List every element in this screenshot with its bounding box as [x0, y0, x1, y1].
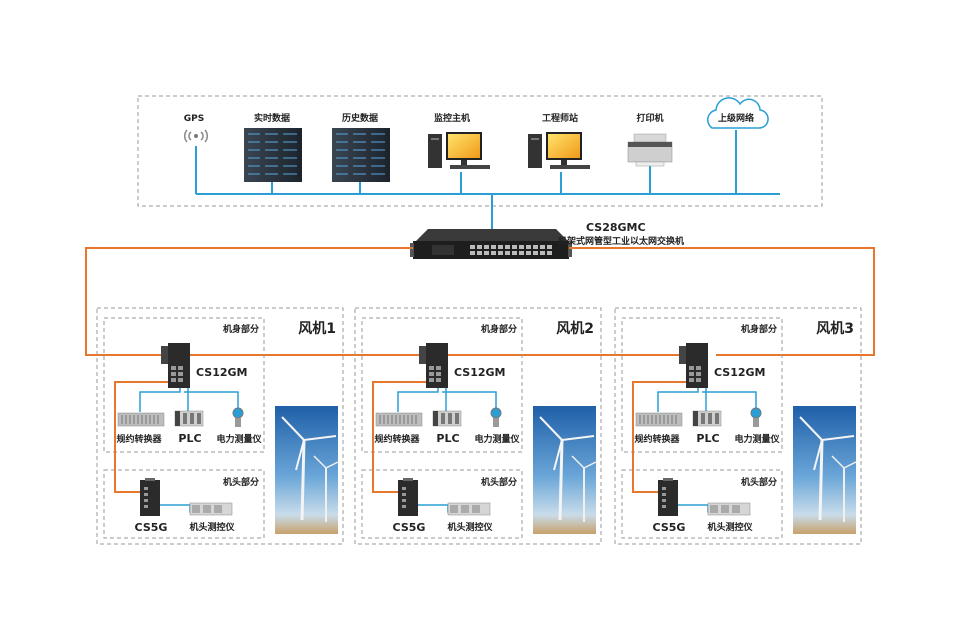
body-section-border [103, 317, 265, 453]
din-rail-switch-icon [679, 343, 708, 388]
monitor-host-label: 监控主机 [434, 112, 470, 124]
turbine-outer-border [354, 307, 602, 545]
body-section-border [621, 317, 783, 453]
protocol-converter-icon [117, 412, 165, 427]
wind-turbine-image [275, 406, 339, 534]
core-switch-description: 机架式网管型工业以太网交换机 [558, 235, 684, 247]
control-center-border [137, 95, 823, 207]
turbine-title: 风机2 [556, 320, 594, 337]
protocol-converter-label: 规约转换器 [374, 433, 420, 445]
head-section-border [103, 469, 265, 539]
server-rack-icon [332, 128, 390, 182]
plc-icon [174, 410, 204, 427]
power-meter-icon [232, 407, 244, 427]
core-switch-model: CS28GMC [586, 221, 646, 234]
turbine-group-1: 风机1 机身部分 机头部分 CS12GM [96, 307, 344, 545]
plc-label: PLC [696, 432, 719, 445]
engineer-station-label: 工程师站 [542, 112, 578, 124]
power-meter-label: 电力测量仪 [734, 433, 780, 445]
head-section-label: 机头部分 [223, 476, 259, 488]
control-center: GPS 实时数据 历史数据 [137, 95, 823, 207]
power-meter-icon [490, 407, 502, 427]
protocol-converter-label: 规约转换器 [634, 433, 680, 445]
cs5g-switch-icon [658, 478, 678, 516]
head-section-border [361, 469, 523, 539]
turbine-outer-border [614, 307, 862, 545]
turbine-outer-border [96, 307, 344, 545]
power-meter-icon [750, 407, 762, 427]
body-switch-model: CS12GM [196, 366, 247, 379]
head-controller-icon [707, 502, 751, 516]
turbine-title: 风机1 [298, 320, 336, 337]
turbine-group-2: 风机2 机身部分 机头部分 CS12GM [354, 307, 602, 545]
plc-label: PLC [178, 432, 201, 445]
realtime-data-label: 实时数据 [254, 112, 290, 124]
gps-label: GPS [184, 114, 204, 124]
plc-icon [432, 410, 462, 427]
head-section-label: 机头部分 [741, 476, 777, 488]
head-controller-label: 机头测控仪 [707, 521, 753, 533]
head-section-border [621, 469, 783, 539]
history-data-label: 历史数据 [342, 112, 378, 124]
power-meter-label: 电力测量仪 [474, 433, 520, 445]
head-section-label: 机头部分 [481, 476, 517, 488]
cloud-icon [707, 97, 769, 129]
printer-icon [627, 133, 673, 167]
cs5g-switch-icon [398, 478, 418, 516]
fiber-ring [85, 247, 413, 356]
din-rail-switch-icon [419, 343, 448, 388]
body-section-label: 机身部分 [481, 323, 517, 335]
body-switch-model: CS12GM [454, 366, 505, 379]
turbine-title: 风机3 [816, 320, 854, 337]
desktop-computer-icon [528, 132, 590, 169]
server-rack-icon [244, 128, 302, 182]
head-controller-icon [447, 502, 491, 516]
head-controller-label: 机头测控仪 [189, 521, 235, 533]
gps-antenna-icon [183, 129, 209, 143]
body-section-border [361, 317, 523, 453]
head-switch-model: CS5G [393, 521, 426, 534]
power-meter-label: 电力测量仪 [216, 433, 262, 445]
rack-switch-icon [410, 229, 572, 259]
printer-label: 打印机 [636, 112, 663, 124]
protocol-converter-icon [635, 412, 683, 427]
fiber-ring [569, 247, 875, 356]
head-switch-model: CS5G [653, 521, 686, 534]
body-switch-model: CS12GM [714, 366, 765, 379]
head-controller-label: 机头测控仪 [447, 521, 493, 533]
turbine-group-3: 风机3 机身部分 机头部分 CS12GM [614, 307, 862, 545]
desktop-computer-icon [428, 132, 490, 169]
wind-turbine-image [793, 406, 857, 534]
head-switch-model: CS5G [135, 521, 168, 534]
din-rail-switch-icon [161, 343, 190, 388]
protocol-converter-label: 规约转换器 [116, 433, 162, 445]
wind-turbine-image [533, 406, 597, 534]
plc-icon [692, 410, 722, 427]
plc-label: PLC [436, 432, 459, 445]
body-section-label: 机身部分 [741, 323, 777, 335]
body-section-label: 机身部分 [223, 323, 259, 335]
upper-network-label: 上级网络 [718, 112, 754, 124]
cs5g-switch-icon [140, 478, 160, 516]
head-controller-icon [189, 502, 233, 516]
protocol-converter-icon [375, 412, 423, 427]
